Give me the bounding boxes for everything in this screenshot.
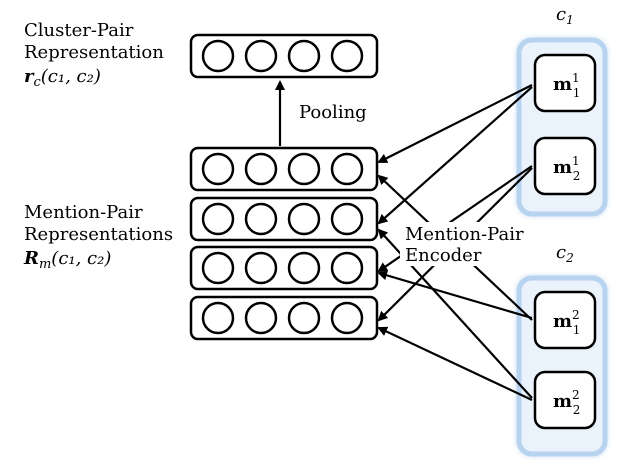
mention-pair-vector [189, 245, 379, 291]
encoder-label-backing [400, 222, 534, 266]
cluster-1-name: c [556, 4, 566, 25]
vector-unit [201, 202, 235, 236]
mention-sub: 1 [573, 323, 581, 337]
vector-unit [330, 251, 364, 285]
mention-base: m [553, 311, 572, 332]
vector-unit [287, 39, 321, 73]
vector-unit [201, 39, 235, 73]
vector-unit [287, 152, 321, 186]
mention-pair-formula: Rm(c₁, c₂) [23, 248, 111, 272]
mention-sub: 2 [573, 403, 581, 417]
vector-unit [330, 301, 364, 335]
cluster-pair-formula: rc(c₁, c₂) [24, 66, 101, 90]
vector-unit [330, 202, 364, 236]
mention-sup: 1 [572, 154, 580, 168]
vector-unit [287, 202, 321, 236]
cluster-pair-subscript: c [33, 75, 41, 90]
mention-pair-args: (c₁, c₂) [51, 248, 111, 269]
mention-sup: 2 [572, 388, 580, 402]
mention-base: m [553, 391, 572, 412]
cluster-pair-symbol: r [24, 66, 35, 87]
mention-box-c1-m2 [533, 136, 597, 196]
mention-sup: 2 [572, 308, 580, 322]
mention-box-c1-m1 [533, 53, 597, 113]
edge-c1m1-to-vector-1 [377, 84, 533, 163]
edge-c2m2-to-vector-4 [377, 326, 533, 401]
vector-unit [287, 301, 321, 335]
vector-unit [244, 152, 278, 186]
mention-sub: 1 [573, 86, 581, 100]
mention-pair-vector [189, 196, 379, 242]
vector-unit [244, 202, 278, 236]
cluster-pair-title-line2: Representation [24, 42, 164, 63]
mention-box-c2-m1 [533, 290, 597, 350]
pooling-label: Pooling [299, 102, 367, 123]
mention-pair-title-line1: Mention-Pair [24, 202, 143, 223]
mention-pair-subscript: m [39, 257, 51, 272]
vector-unit [244, 251, 278, 285]
mention-pair-vector [189, 146, 379, 192]
mention-base: m [553, 74, 572, 95]
mention-sub: 2 [573, 169, 581, 183]
vector-unit [330, 152, 364, 186]
edge-c1m1-to-vector-2 [377, 86, 533, 225]
mention-box-c2-m2 [533, 370, 597, 430]
vector-unit [244, 39, 278, 73]
vector-unit [201, 301, 235, 335]
vector-unit [244, 301, 278, 335]
cluster-pair-title-line1: Cluster-Pair [24, 20, 134, 41]
mention-pair-vector [189, 295, 379, 341]
mention-sup: 1 [572, 71, 580, 85]
encoder-label-line2: Encoder [405, 245, 482, 266]
mention-pair-symbol: R [23, 248, 39, 269]
encoder-label-line1: Mention-Pair [405, 224, 524, 245]
mention-base: m [553, 157, 572, 178]
cluster-2-name: c [556, 242, 566, 263]
vector-unit [201, 251, 235, 285]
cluster-1-label: c1 [556, 4, 574, 27]
cluster-pair-vector [189, 33, 379, 79]
cluster-1-index: 1 [566, 13, 574, 27]
vector-unit [201, 152, 235, 186]
cluster-pair-args: (c₁, c₂) [41, 66, 101, 87]
vector-unit [287, 251, 321, 285]
mention-pair-title-line2: Representations [24, 224, 173, 245]
cluster-2-index: 2 [565, 251, 574, 265]
edge-c2m1-to-vector-3 [377, 270, 533, 320]
cluster-2-label: c2 [556, 242, 574, 265]
vector-unit [330, 39, 364, 73]
